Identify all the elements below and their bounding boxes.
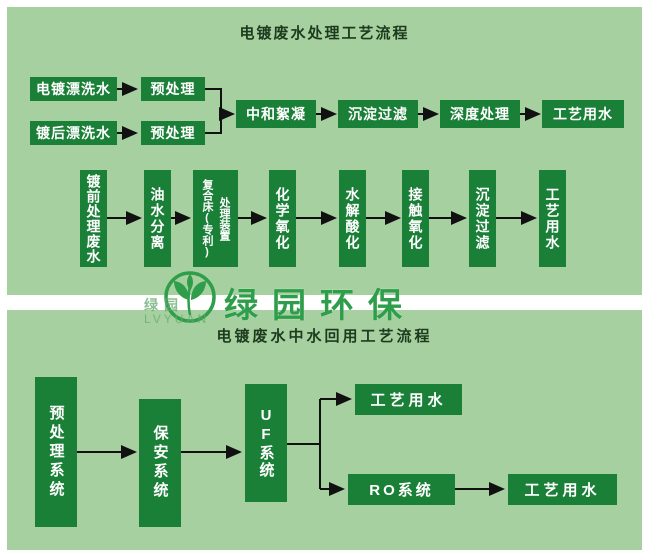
node-label: 中和絮凝 (246, 106, 306, 122)
node-security-filter-system: 保安系统 (139, 399, 181, 527)
node-label: 工艺用水 (370, 392, 447, 409)
node-process-water-lower: 工艺用水 (539, 170, 566, 267)
node-oil-water-separation: 油水分离 (144, 170, 171, 267)
node-label: 油水分离 (149, 186, 166, 251)
node-electroplating-rinse-water: 电镀漂洗水 (30, 77, 117, 101)
node-contact-oxidation: 接触氧化 (402, 170, 429, 267)
node-label: 工艺用水 (544, 186, 561, 251)
bottom-panel (7, 310, 642, 550)
node-sedimentation-filtration-2: 沉淀过滤 (469, 170, 496, 267)
node-neutralization-flocculation: 中和絮凝 (236, 100, 316, 128)
node-label: 镀后漂洗水 (36, 125, 111, 141)
node-pretreatment-system: 预处理系统 (35, 377, 77, 527)
logo-watermark: 绿园 LVYUAN (144, 297, 210, 327)
node-hydrolysis-acidification: 水解酸化 (339, 170, 366, 267)
node-sedimentation-filtration: 沉淀过滤 (338, 100, 418, 128)
logo-watermark-cn: 绿园 (144, 297, 184, 313)
node-label: 深度处理 (450, 106, 510, 122)
node-label: 复合床(专利) (201, 179, 213, 258)
top-panel-title: 电镀废水处理工艺流程 (239, 25, 410, 42)
node-advanced-treatment: 深度处理 (440, 100, 520, 128)
brand-name: 绿园环保 (224, 287, 416, 325)
node-pre-plating-wastewater: 镀前处理废水 (80, 170, 107, 267)
node-uf-system: UF系统 (245, 384, 287, 502)
node-label: 沉淀过滤 (348, 106, 408, 122)
node-label: 电镀漂洗水 (36, 81, 111, 97)
node-label: 处理装置 (218, 196, 230, 241)
node-label: UF系统 (257, 407, 275, 479)
node-label: 保安系统 (151, 425, 169, 501)
node-pretreatment-1: 预处理 (141, 77, 205, 101)
node-label: 工艺用水 (524, 482, 601, 499)
bottom-panel-title: 电镀废水中水回用工艺流程 (216, 328, 433, 345)
node-post-plating-rinse-water: 镀后漂洗水 (30, 121, 117, 145)
node-label: 化学氧化 (274, 186, 291, 251)
top-panel (7, 7, 642, 295)
node-ro-system: RO系统 (348, 474, 455, 505)
node-process-water-main: 工艺用水 (542, 100, 624, 128)
node-process-water-reuse-2: 工艺用水 (508, 474, 617, 505)
node-label: 接触氧化 (407, 186, 424, 251)
leaf-logo-icon (164, 271, 216, 323)
node-pretreatment-2: 预处理 (141, 121, 205, 145)
logo-watermark-en: LVYUAN (144, 312, 210, 327)
node-label: 沉淀过滤 (474, 186, 491, 251)
node-label: 工艺用水 (553, 106, 613, 122)
node-process-water-reuse-1: 工艺用水 (355, 384, 462, 415)
node-label: 预处理 (150, 125, 196, 141)
node-chemical-oxidation: 化学氧化 (269, 170, 296, 267)
node-label: 预处理 (150, 81, 196, 97)
node-label: 水解酸化 (344, 186, 361, 251)
node-composite-bed-unit: 复合床(专利) 处理装置 (193, 170, 238, 267)
node-label: RO系统 (369, 482, 434, 499)
logo: 绿园 LVYUAN 绿园环保 (140, 266, 460, 330)
node-label: 镀前处理废水 (85, 173, 102, 264)
node-label: 预处理系统 (47, 404, 65, 500)
